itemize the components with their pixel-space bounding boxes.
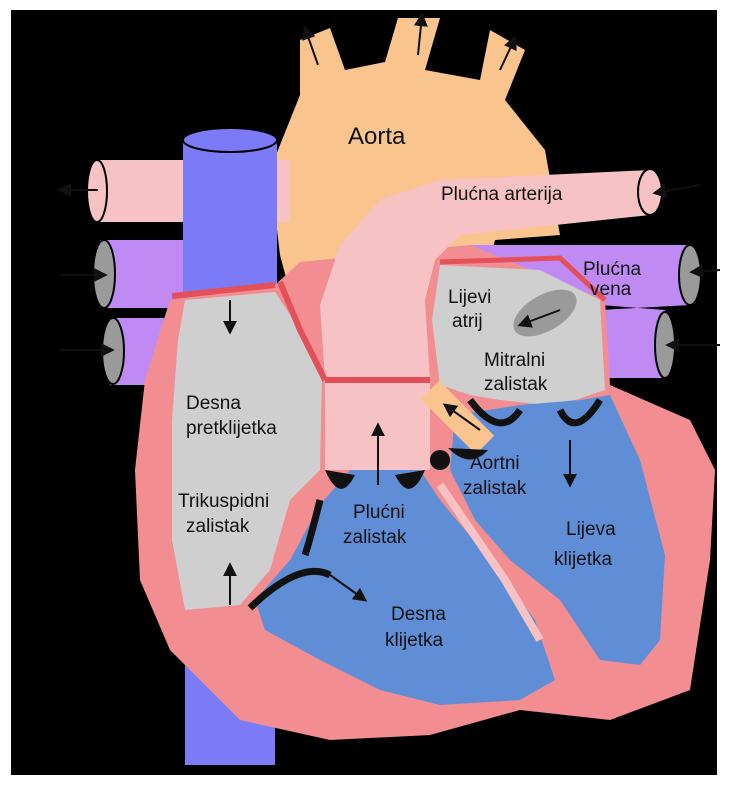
label-mitral-valve-line2: zalistak [484, 374, 548, 395]
label-aortic-valve-line1: Aortni [470, 453, 520, 474]
label-right-ventricle-line2: klijetka [385, 630, 444, 651]
label-pulmonary-valve-line2: zalistak [343, 527, 407, 548]
superior-vena-cava [183, 138, 277, 300]
label-pulmonary-artery: Plućna arterija [441, 184, 563, 205]
label-tricuspid-valve-line1: Trikuspidni [178, 491, 269, 512]
label-left-ventricle-line1: Lijeva [566, 519, 616, 540]
label-pulmonary-vein-line1: Plućna [583, 259, 642, 280]
label-left-atrium-line2: atrij [452, 311, 483, 332]
label-mitral-valve-line1: Mitralni [484, 350, 545, 371]
label-tricuspid-valve-line2: zalistak [186, 516, 250, 537]
label-pulmonary-valve-line1: Plućni [353, 502, 405, 523]
label-left-atrium-line1: Lijevi [448, 287, 491, 308]
label-left-ventricle-line2: klijetka [554, 549, 613, 570]
label-aortic-valve-line2: zalistak [463, 478, 527, 499]
label-right-ventricle-line1: Desna [391, 604, 446, 625]
label-right-atrium-line1: Desna [186, 393, 241, 414]
label-aorta: Aorta [348, 123, 406, 150]
label-right-atrium-line2: pretklijetka [186, 418, 277, 439]
label-pulmonary-vein-line2: vena [590, 279, 632, 300]
